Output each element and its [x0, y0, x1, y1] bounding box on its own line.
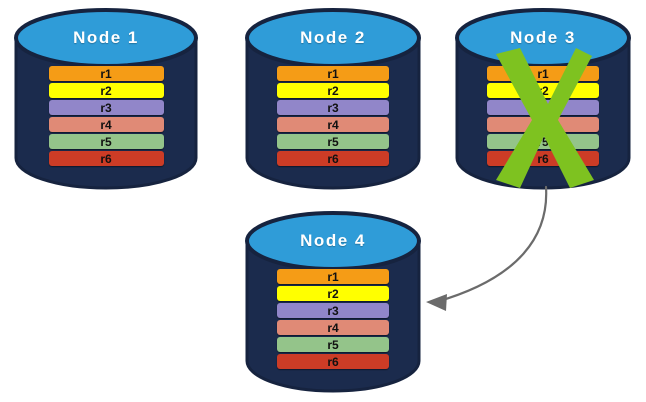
row-list-3: r1 r2 r3 r4 r5 r6 — [455, 66, 631, 166]
row-label: r5 — [537, 134, 549, 149]
row-item[interactable]: r3 — [277, 303, 389, 318]
row-label: r2 — [100, 83, 112, 98]
row-list-2: r1 r2 r3 r4 r5 r6 — [245, 66, 421, 166]
row-item[interactable]: r2 — [277, 286, 389, 301]
row-item[interactable]: r4 — [487, 117, 599, 132]
row-label: r5 — [100, 134, 112, 149]
row-label: r4 — [327, 117, 339, 132]
row-label: r5 — [327, 337, 339, 352]
row-item[interactable]: r6 — [277, 151, 389, 166]
row-item[interactable]: r4 — [48, 117, 164, 132]
row-item[interactable]: r6 — [487, 151, 599, 166]
row-item[interactable]: r4 — [277, 117, 389, 132]
row-label: r1 — [537, 66, 549, 81]
row-label: r4 — [327, 320, 339, 335]
row-item[interactable]: r1 — [277, 269, 389, 284]
row-label: r6 — [100, 151, 112, 166]
row-item[interactable]: r2 — [487, 83, 599, 98]
row-label: r2 — [537, 83, 549, 98]
row-item[interactable]: r3 — [48, 100, 164, 115]
row-label: r6 — [327, 354, 339, 369]
row-label: r6 — [537, 151, 549, 166]
row-item[interactable]: r2 — [48, 83, 164, 98]
row-label: r4 — [100, 117, 112, 132]
row-item[interactable]: r5 — [277, 337, 389, 352]
database-node-4[interactable]: Node 4 r1 r2 r3 r4 r5 r6 — [245, 211, 421, 393]
row-label: r3 — [327, 303, 339, 318]
database-node-3[interactable]: Node 3 r1 r2 r3 r4 r5 r6 — [455, 8, 631, 190]
database-node-2[interactable]: Node 2 r1 r2 r3 r4 r5 r6 — [245, 8, 421, 190]
row-item[interactable]: r5 — [48, 134, 164, 149]
row-item[interactable]: r5 — [277, 134, 389, 149]
row-item[interactable]: r1 — [277, 66, 389, 81]
row-label: r1 — [327, 66, 339, 81]
row-label: r5 — [327, 134, 339, 149]
row-item[interactable]: r1 — [48, 66, 164, 81]
row-item[interactable]: r6 — [48, 151, 164, 166]
row-label: r3 — [327, 100, 339, 115]
row-label: r1 — [327, 269, 339, 284]
row-item[interactable]: r5 — [487, 134, 599, 149]
row-label: r6 — [327, 151, 339, 166]
row-label: r2 — [327, 286, 339, 301]
row-label: r1 — [100, 66, 112, 81]
row-label: r3 — [537, 100, 549, 115]
database-node-1[interactable]: Node 1 r1 r2 r3 r4 r5 r6 — [14, 8, 198, 190]
row-list-4: r1 r2 r3 r4 r5 r6 — [245, 269, 421, 369]
row-item[interactable]: r6 — [277, 354, 389, 369]
row-label: r4 — [537, 117, 549, 132]
row-label: r2 — [327, 83, 339, 98]
row-label: r3 — [100, 100, 112, 115]
row-item[interactable]: r2 — [277, 83, 389, 98]
row-item[interactable]: r3 — [487, 100, 599, 115]
row-item[interactable]: r1 — [487, 66, 599, 81]
row-list-1: r1 r2 r3 r4 r5 r6 — [14, 66, 198, 166]
row-item[interactable]: r4 — [277, 320, 389, 335]
row-item[interactable]: r3 — [277, 100, 389, 115]
